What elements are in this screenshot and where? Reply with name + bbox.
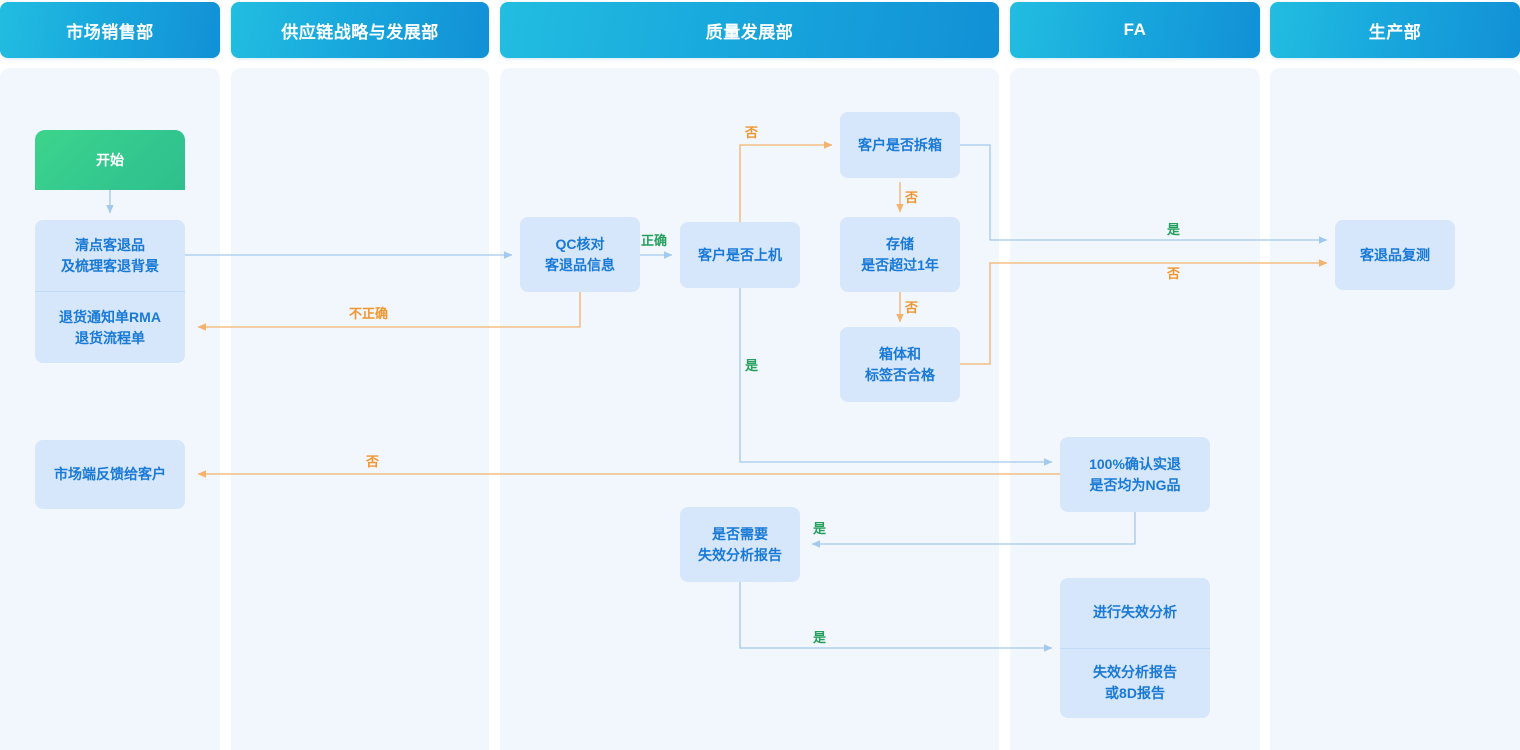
node-start[interactable]: 开始 [35, 130, 185, 190]
node-market-feedback[interactable]: 市场端反馈给客户 [35, 440, 185, 509]
edge-label-yes-retest: 是 [1167, 222, 1181, 237]
node-line: 客户是否上机 [698, 246, 782, 263]
edge-label-yes-powered: 是 [745, 358, 759, 373]
lane-header-label: FA [1123, 20, 1147, 39]
node-qc-check[interactable]: QC核对 客退品信息 [520, 217, 640, 292]
node-line: 是否需要 [712, 525, 768, 542]
lane-header-supply-chain[interactable]: 供应链战略与发展部 [231, 2, 489, 58]
node-count-return-top: 清点客退品 及梳理客退背景 [35, 220, 185, 291]
lane-header-fa[interactable]: FA [1010, 2, 1260, 58]
node-line: 或8D报告 [1105, 685, 1165, 702]
node-line: QC核对 [555, 235, 605, 252]
lane-header-label: 质量发展部 [705, 22, 794, 42]
node-line: 100%确认实退 [1089, 455, 1181, 472]
node-line: 退货通知单RMA [59, 308, 161, 325]
edge-label-yes-needfa: 是 [813, 521, 827, 536]
node-line: 进行失效分析 [1093, 604, 1177, 621]
node-count-return-bottom: 退货通知单RMA 退货流程单 [35, 291, 185, 363]
node-line: 失效分析报告 [1093, 664, 1177, 681]
node-do-fa-top: 进行失效分析 [1060, 578, 1210, 648]
node-line: 客退品复测 [1360, 246, 1430, 263]
node-line: 箱体和 [879, 345, 921, 362]
node-line: 市场端反馈给客户 [54, 466, 166, 482]
node-line: 是否超过1年 [861, 256, 939, 273]
node-line: 客户是否拆箱 [858, 136, 942, 153]
node-do-fa-bottom: 失效分析报告 或8D报告 [1060, 647, 1210, 719]
lane-header-label: 市场销售部 [66, 22, 154, 42]
node-need-fa-report[interactable]: 是否需要 失效分析报告 [680, 507, 800, 582]
lane-body-supply-chain [231, 68, 489, 750]
node-customer-unboxed[interactable]: 客户是否拆箱 [840, 112, 960, 178]
node-do-fa[interactable]: 进行失效分析 失效分析报告 或8D报告 [1060, 578, 1210, 718]
node-confirm-ng[interactable]: 100%确认实退 是否均为NG品 [1060, 437, 1210, 512]
lane-body-production [1270, 68, 1520, 750]
lane-header-market-sales[interactable]: 市场销售部 [0, 2, 220, 58]
edge-label-no-unboxed: 否 [905, 190, 919, 205]
node-storage-over-1y[interactable]: 存储 是否超过1年 [840, 217, 960, 292]
node-line: 退货流程单 [75, 329, 145, 346]
edge-label-no-confirm: 否 [366, 454, 380, 469]
lane-header-label: 供应链战略与发展部 [281, 22, 439, 42]
node-start-label: 开始 [96, 151, 124, 168]
edge-label-no-storage: 否 [905, 300, 919, 315]
node-box-label-ok[interactable]: 箱体和 标签否合格 [840, 327, 960, 402]
node-line: 标签否合格 [865, 366, 935, 383]
node-line: 及梳理客退背景 [61, 257, 159, 274]
node-line: 存储 [886, 235, 914, 252]
edge-label-correct: 正确 [641, 233, 668, 248]
lane-header-production[interactable]: 生产部 [1270, 2, 1520, 58]
edge-label-no-powered: 否 [745, 125, 759, 140]
edge-label-no-retest: 否 [1167, 266, 1181, 281]
node-customer-powered-on[interactable]: 客户是否上机 [680, 222, 800, 288]
node-line: 失效分析报告 [698, 546, 782, 563]
edge-label-yes-dofa: 是 [813, 630, 827, 645]
lane-header-quality[interactable]: 质量发展部 [500, 2, 999, 58]
node-line: 客退品信息 [545, 256, 615, 273]
node-line: 是否均为NG品 [1089, 476, 1181, 493]
edge-label-incorrect: 不正确 [349, 306, 389, 321]
node-count-return[interactable]: 清点客退品 及梳理客退背景 退货通知单RMA 退货流程单 [35, 220, 185, 363]
node-line: 清点客退品 [75, 236, 145, 253]
node-retest[interactable]: 客退品复测 [1335, 220, 1455, 290]
lane-header-label: 生产部 [1368, 22, 1422, 42]
